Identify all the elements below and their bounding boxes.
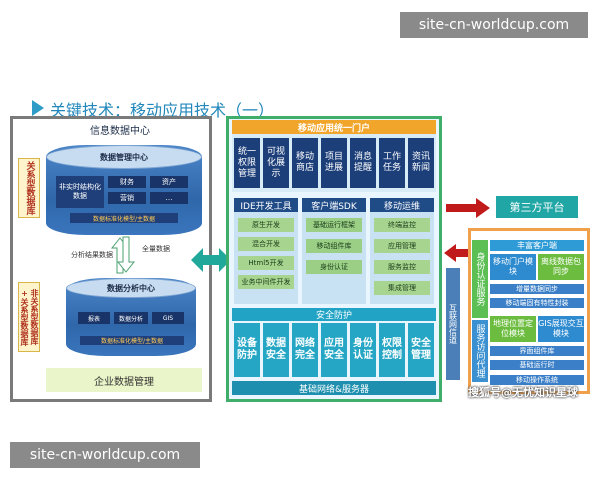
portal-module: 统一权限管理 bbox=[234, 138, 260, 188]
incremental-sync-row: 增量数据同步 bbox=[490, 284, 584, 294]
watermark-bottom-text: site-cn-worldcup.com bbox=[29, 447, 181, 463]
sohu-watermark: 搜狐号@无忧知识星球 bbox=[468, 386, 578, 399]
security-header: 安全防护 bbox=[232, 308, 436, 321]
security-item: 权限控制 bbox=[379, 323, 405, 377]
geo-module: 地理位置定位模块 bbox=[490, 316, 536, 342]
marketing-box: 营销 bbox=[108, 192, 146, 204]
ops-item: 服务监控 bbox=[374, 260, 430, 274]
portal-header: 移动应用统一门户 bbox=[232, 120, 436, 134]
right-arrow-icon bbox=[446, 198, 490, 218]
left-arrow-icon bbox=[444, 244, 472, 262]
full-data-label: 全量数据 bbox=[142, 245, 170, 253]
assets-box: 资产 bbox=[150, 176, 188, 188]
data-mgmt-cylinder-top: 数据管理中心 bbox=[46, 145, 202, 169]
portal-module: 资讯新闻 bbox=[408, 138, 434, 188]
security-item: 设备防护 bbox=[234, 323, 260, 377]
standard-model-bottom-bar: 数据标准化模型/主数据 bbox=[80, 336, 184, 345]
sdk-column-header: 客户端SDK bbox=[302, 198, 366, 212]
analysis-result-label: 分析结果数据 bbox=[71, 251, 113, 259]
ops-item: 终端监控 bbox=[374, 218, 430, 232]
page-title: 关键技术：移动应用技术（一） bbox=[50, 101, 275, 120]
security-item: 网络完全 bbox=[292, 323, 318, 377]
mobile-portal-module: 移动门户模块 bbox=[490, 254, 536, 280]
os-row: 移动操作系统 bbox=[490, 375, 584, 385]
identity-service-label: 身份认证服务 bbox=[472, 240, 488, 318]
security-item: 身份认证 bbox=[350, 323, 376, 377]
ops-item: 应用管理 bbox=[374, 239, 430, 253]
rich-client-header: 丰富客户端 bbox=[490, 240, 584, 251]
watermark-top: site-cn-worldcup.com bbox=[400, 12, 588, 38]
standard-model-top-bar: 数据标准化模型/主数据 bbox=[70, 213, 178, 223]
dots-box: … bbox=[150, 192, 188, 204]
runtime-row: 基础运行时 bbox=[490, 360, 584, 370]
ops-item: 集成管理 bbox=[374, 281, 430, 295]
ide-item: 原生开发 bbox=[238, 218, 294, 232]
security-item: 数据安全 bbox=[263, 323, 289, 377]
base-network-bar: 基础网络&服务器 bbox=[232, 381, 436, 395]
sdk-item: 移动组件库 bbox=[306, 239, 362, 253]
third-party-platform: 第三方平台 bbox=[496, 196, 578, 218]
sdk-item: 身份认证 bbox=[306, 260, 362, 274]
package-row: 移动端固有特性封装 bbox=[490, 298, 584, 308]
portal-module: 移动商店 bbox=[292, 138, 318, 188]
info-center-label: 信息数据中心 bbox=[90, 125, 150, 137]
analysis-sub1: 报表 bbox=[78, 312, 110, 324]
analysis-sub3: GIS bbox=[152, 312, 184, 324]
offline-sync-module: 离线数据包同步 bbox=[538, 254, 584, 280]
nonrel-db-label: 非关系型数据库+关系型数据库 bbox=[18, 282, 40, 352]
portal-module: 项目进展 bbox=[321, 138, 347, 188]
portal-module: 可视化展示 bbox=[263, 138, 289, 188]
security-item: 安全管理 bbox=[408, 323, 434, 377]
sdk-item: 基础运行框架 bbox=[306, 218, 362, 232]
watermark-bottom: site-cn-worldcup.com bbox=[10, 442, 200, 468]
portal-module: 工作任务 bbox=[379, 138, 405, 188]
service-proxy-label: 服务访问代理 bbox=[472, 320, 488, 382]
gis-module: GIS展现交互模块 bbox=[538, 316, 584, 342]
relational-db-label: 关系型数据库 bbox=[18, 158, 40, 218]
watermark-top-text: site-cn-worldcup.com bbox=[418, 17, 570, 33]
enterprise-mgmt-bar: 企业数据管理 bbox=[46, 368, 202, 392]
horizontal-double-arrow-icon bbox=[191, 248, 231, 272]
portal-module: 消息提醒 bbox=[350, 138, 376, 188]
ide-item: Html5开发 bbox=[238, 256, 294, 270]
finance-box: 财务 bbox=[108, 176, 146, 188]
ops-column-header: 移动运维 bbox=[370, 198, 434, 212]
internet-channel: 互联网信道 bbox=[446, 268, 460, 380]
data-analysis-cylinder-top: 数据分析中心 bbox=[66, 278, 196, 298]
ide-column-header: IDE开发工具 bbox=[234, 198, 298, 212]
security-item: 应用安全 bbox=[321, 323, 347, 377]
vertical-double-arrow-icon bbox=[110, 236, 136, 274]
ui-lib-row: 界面组件库 bbox=[490, 346, 584, 356]
non-realtime-box: 非实时结构化数据 bbox=[56, 176, 104, 208]
ide-item: 业务中间件开发 bbox=[238, 275, 294, 289]
ide-item: 混合开发 bbox=[238, 237, 294, 251]
title-arrow-icon bbox=[32, 100, 44, 116]
analysis-sub2: 数据分析 bbox=[114, 312, 148, 324]
